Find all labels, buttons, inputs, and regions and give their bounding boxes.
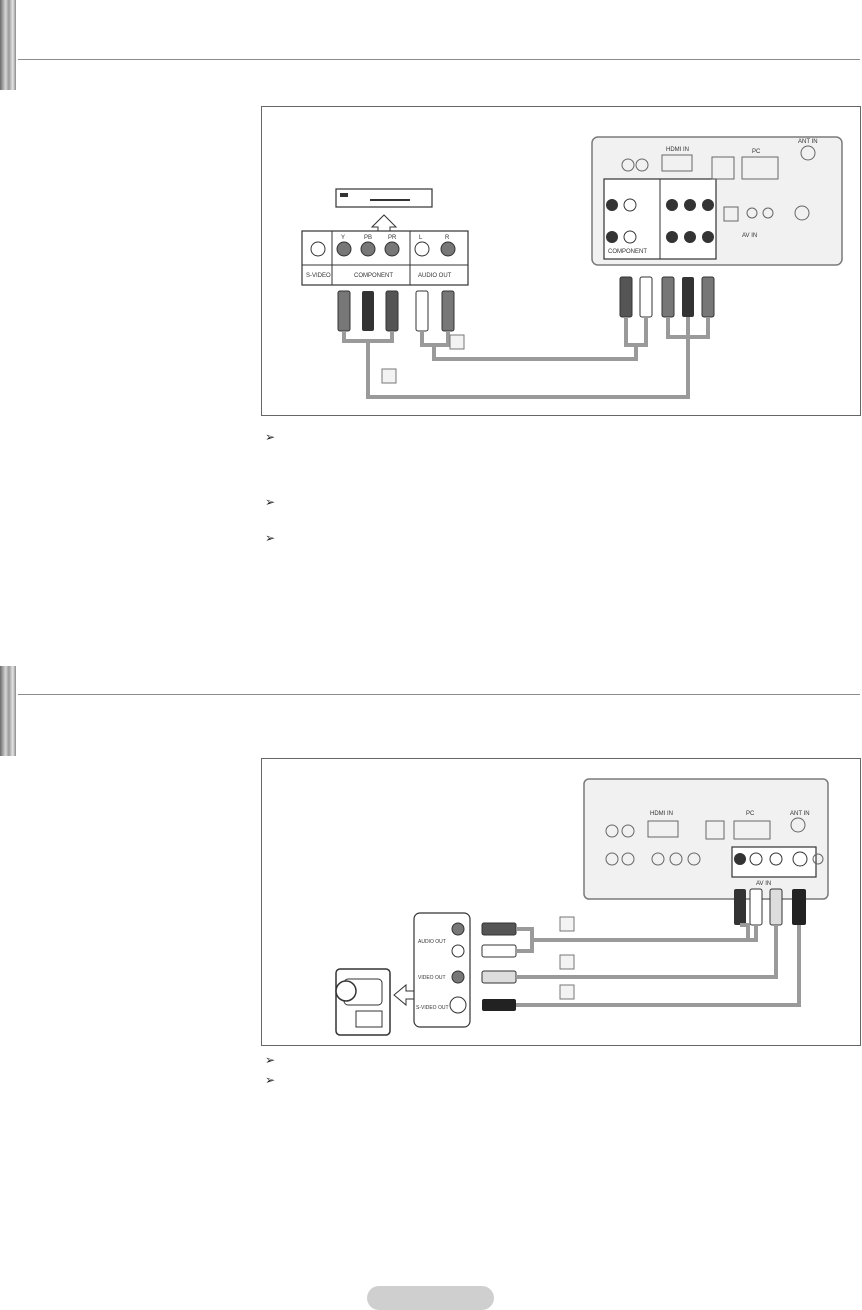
source-plugs: [337, 290, 455, 332]
label-y: Y: [341, 235, 345, 241]
label-audio-out: AUDIO OUT: [418, 273, 452, 279]
label-r: R: [445, 235, 450, 241]
label-svideo-out: S-VIDEO OUT: [416, 1005, 449, 1011]
label-component: COMPONENT: [354, 273, 393, 279]
page-number-pill: [367, 1286, 494, 1310]
note-bullet-2: ➢: [265, 495, 279, 509]
figure-camcorder-connection: ANT IN HDMI IN PC AV IN AUDIO OUT VIDEO …: [261, 758, 861, 1046]
section-rule-1: [18, 59, 860, 60]
camcorder-plugs: [481, 922, 517, 1011]
arrow-bullet-icon: ➢: [265, 1053, 276, 1067]
diagram-component: ANT IN HDMI IN PC AV IN COMPONENT Y: [301, 136, 843, 399]
step-marker-1: [449, 334, 465, 350]
figure-component-connection: ANT IN HDMI IN PC AV IN COMPONENT Y: [261, 106, 861, 416]
label-pr: PR: [388, 235, 397, 241]
tv-pc-label: PC: [752, 149, 761, 155]
diagram-camcorder: ANT IN HDMI IN PC AV IN AUDIO OUT VIDEO …: [335, 778, 829, 1036]
tv-hdmi-label: HDMI IN: [666, 147, 689, 153]
note-bullet-1: ➢: [265, 430, 279, 444]
section-rule-2: [18, 694, 860, 695]
arrow-bullet-icon: ➢: [265, 531, 276, 545]
camcorder-output-panel: AUDIO OUT VIDEO OUT S-VIDEO OUT: [413, 912, 471, 1028]
arrow-bullet-icon: ➢: [265, 430, 276, 444]
cables-2: [516, 923, 801, 1007]
tv-component-label: COMPONENT: [608, 249, 647, 255]
arrow-bullet-icon: ➢: [265, 1073, 276, 1087]
tv-antenna-label: ANT IN: [798, 139, 818, 145]
step-marker-4: [559, 954, 575, 970]
tv-plugs-2: [734, 888, 806, 926]
step-marker-3: [559, 916, 575, 932]
source-output-panel: Y PB PR L R S-VIDEO COMPONENT AUDIO OUT: [301, 230, 469, 286]
tv-rear-panel-icon: ANT IN HDMI IN PC AV IN COMPONENT: [591, 136, 843, 266]
label-audio-out-2: AUDIO OUT: [418, 939, 446, 945]
label-video-out: VIDEO OUT: [418, 975, 446, 981]
section-bar-1: [0, 0, 16, 90]
tv-antenna-label-2: ANT IN: [790, 811, 810, 817]
label-pb: PB: [364, 235, 372, 241]
note-bullet-3: ➢: [265, 531, 279, 545]
camcorder-icon: [335, 968, 415, 1036]
label-l: L: [419, 235, 423, 241]
dvd-player-icon: [335, 188, 433, 234]
tv-avin-label-2: AV IN: [756, 881, 771, 887]
tv-hdmi-label-2: HDMI IN: [650, 811, 673, 817]
step-marker-5: [559, 984, 575, 1000]
arrow-bullet-icon: ➢: [265, 495, 276, 509]
tv-plugs: [619, 276, 715, 318]
step-marker-2: [381, 368, 397, 384]
section-bar-2: [0, 666, 16, 756]
note-bullet-5: ➢: [265, 1073, 279, 1087]
label-svideo: S-VIDEO: [306, 273, 331, 279]
tv-rear-panel-icon: ANT IN HDMI IN PC AV IN: [583, 778, 829, 900]
cables: [342, 317, 710, 399]
note-bullet-4: ➢: [265, 1053, 279, 1067]
tv-pc-label-2: PC: [746, 811, 755, 817]
tv-avin-label: AV IN: [742, 233, 757, 239]
